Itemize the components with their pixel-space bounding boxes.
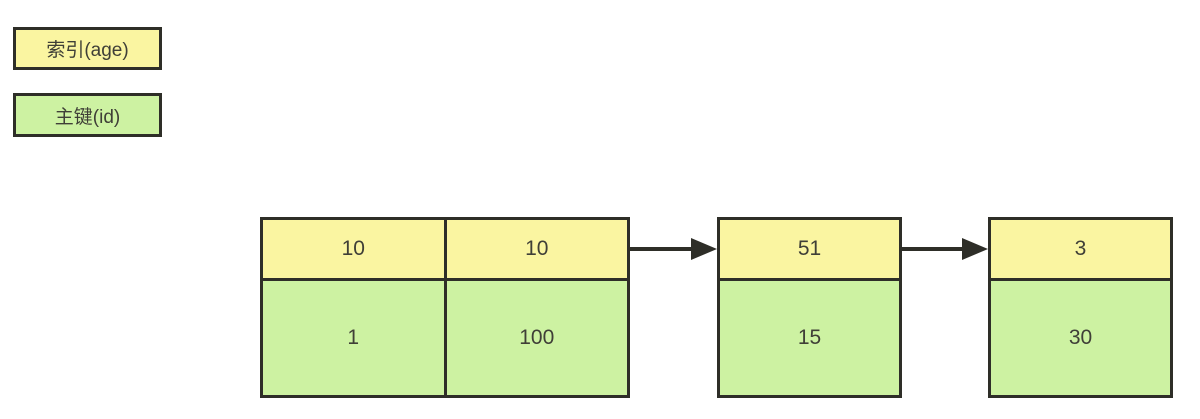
pk-cell: 15 xyxy=(797,326,822,349)
node-3-index-row: 3 xyxy=(991,220,1170,281)
arrowhead-icon xyxy=(691,238,717,260)
legend-pk-box: 主键(id) xyxy=(13,93,162,137)
node-1-index-row: 10 10 xyxy=(263,220,627,281)
node-2: 51 15 xyxy=(717,217,902,398)
node-2-index-row: 51 xyxy=(720,220,899,281)
arrow-node1-to-node2 xyxy=(630,238,717,260)
pk-cell: 1 xyxy=(347,326,360,349)
pk-cell: 100 xyxy=(443,281,628,395)
arrowhead-icon xyxy=(962,238,988,260)
legend-index-box: 索引(age) xyxy=(13,27,162,70)
index-cell: 51 xyxy=(797,237,822,260)
node-1-pk-row: 1 100 xyxy=(263,281,627,395)
node-1: 10 10 1 100 xyxy=(260,217,630,398)
legend-pk-label: 主键(id) xyxy=(54,106,121,128)
pk-cell: 30 xyxy=(1068,326,1093,349)
node-3: 3 30 xyxy=(988,217,1173,398)
legend-index-label: 索引(age) xyxy=(46,40,129,61)
node-3-pk-row: 30 xyxy=(991,281,1170,395)
arrow-node2-to-node3 xyxy=(901,238,988,260)
index-cell: 10 xyxy=(443,220,628,278)
index-cell: 10 xyxy=(341,237,365,260)
node-2-pk-row: 15 xyxy=(720,281,899,395)
index-cell: 3 xyxy=(1074,237,1087,260)
